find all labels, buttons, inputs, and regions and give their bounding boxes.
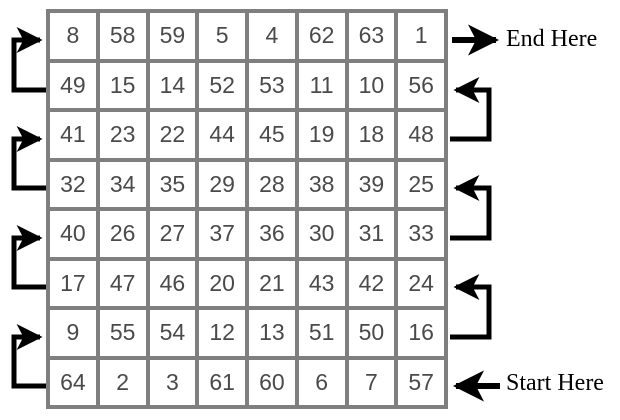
grid-cell: 38 — [298, 161, 345, 207]
grid-cell: 44 — [199, 112, 245, 158]
grid-cell: 39 — [348, 161, 395, 207]
grid-cell: 50 — [348, 310, 395, 356]
grid-cell: 53 — [249, 62, 295, 108]
grid-cell: 5 — [199, 13, 245, 59]
grid-cell: 6 — [298, 359, 345, 405]
left-connector-rows-3-4 — [11, 126, 46, 191]
end-here-label: End Here — [506, 26, 598, 52]
grid-cell: 60 — [249, 359, 295, 405]
grid-cell: 8 — [50, 13, 96, 59]
grid-cell: 18 — [348, 112, 395, 158]
grid-cell: 13 — [249, 310, 295, 356]
grid-cell: 11 — [298, 62, 345, 108]
grid-cell: 16 — [398, 310, 444, 356]
grid-cell: 42 — [348, 260, 395, 306]
grid-cell: 26 — [99, 211, 146, 257]
grid-cell: 32 — [50, 161, 96, 207]
grid-cell: 49 — [50, 62, 96, 108]
grid-cell: 47 — [99, 260, 146, 306]
left-connector-rows-1-2 — [11, 27, 46, 93]
grid-cell: 17 — [50, 260, 96, 306]
grid-cell: 15 — [99, 62, 146, 108]
grid-cell: 28 — [249, 161, 295, 207]
grid-cell: 37 — [199, 211, 245, 257]
right-connector-rows-6-7 — [450, 274, 492, 340]
grid-cell: 45 — [249, 112, 295, 158]
grid-cell: 23 — [99, 112, 146, 158]
grid-cell: 22 — [149, 112, 196, 158]
grid-cell: 30 — [298, 211, 345, 257]
number-grid: 8 58 59 5 4 62 63 1 49 15 14 52 53 11 10… — [46, 9, 448, 409]
grid-cell: 1 — [398, 13, 444, 59]
grid-cell: 51 — [298, 310, 345, 356]
grid-cell: 54 — [149, 310, 196, 356]
grid-cell: 56 — [398, 62, 444, 108]
grid-cell: 14 — [149, 62, 196, 108]
grid-cell: 24 — [398, 260, 444, 306]
grid-cell: 62 — [298, 13, 345, 59]
grid-cell: 25 — [398, 161, 444, 207]
grid-cell: 10 — [348, 62, 395, 108]
start-here-label: Start Here — [506, 370, 604, 396]
left-connector-rows-5-6 — [11, 225, 46, 290]
grid-cell: 33 — [398, 211, 444, 257]
grid-cell: 19 — [298, 112, 345, 158]
grid-cell: 20 — [199, 260, 245, 306]
grid-cell: 35 — [149, 161, 196, 207]
left-connector-rows-7-8 — [11, 324, 46, 389]
grid-cell: 64 — [50, 359, 96, 405]
grid-cell: 9 — [50, 310, 96, 356]
grid-cell: 7 — [348, 359, 395, 405]
grid-cell: 55 — [99, 310, 146, 356]
grid-cell: 52 — [199, 62, 245, 108]
grid-cell: 57 — [398, 359, 444, 405]
grid-cell: 27 — [149, 211, 196, 257]
grid-cell: 29 — [199, 161, 245, 207]
grid-cell: 31 — [348, 211, 395, 257]
right-connector-rows-4-5 — [450, 175, 492, 241]
grid-cell: 61 — [199, 359, 245, 405]
grid-cell: 59 — [149, 13, 196, 59]
grid-cell: 46 — [149, 260, 196, 306]
grid-cell: 34 — [99, 161, 146, 207]
grid-cell: 3 — [149, 359, 196, 405]
grid-cell: 41 — [50, 112, 96, 158]
grid-cell: 58 — [99, 13, 146, 59]
grid-cell: 36 — [249, 211, 295, 257]
grid-cell: 48 — [398, 112, 444, 158]
grid-cell: 4 — [249, 13, 295, 59]
right-connector-rows-2-3 — [450, 77, 492, 142]
grid-cell: 12 — [199, 310, 245, 356]
grid-cell: 43 — [298, 260, 345, 306]
grid-cell: 2 — [99, 359, 146, 405]
grid-cell: 21 — [249, 260, 295, 306]
grid-cell: 63 — [348, 13, 395, 59]
grid-cell: 40 — [50, 211, 96, 257]
